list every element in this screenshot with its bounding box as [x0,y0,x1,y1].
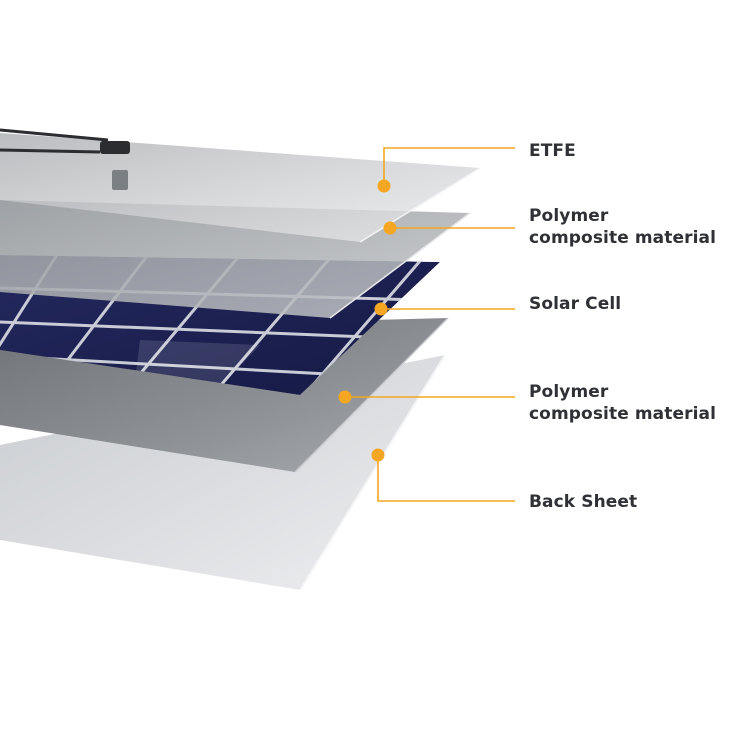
polymer-top-label: Polymer composite material [529,206,716,248]
solar-cell-marker-dot [374,302,388,316]
polymer-bottom-label: Polymer composite material [529,382,716,424]
etfe-marker-dot [377,179,391,193]
etfe-layer [0,133,480,242]
leader-lines [345,147,515,502]
polymer-bottom-marker-dot [338,390,352,404]
etfe-label: ETFE [529,141,576,161]
back-sheet-marker-dot [371,448,385,462]
junction-cable [0,128,130,190]
solar-cell-label: Solar Cell [529,294,622,314]
polymer-top-marker-dot [383,221,397,235]
back-sheet-label: Back Sheet [529,492,638,512]
